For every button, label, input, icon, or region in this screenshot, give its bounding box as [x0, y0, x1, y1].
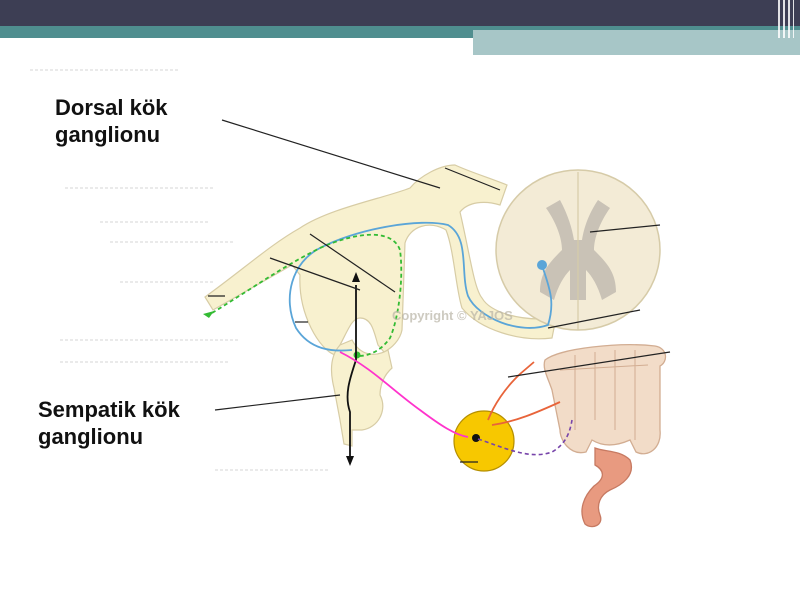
- header-bar: [0, 0, 800, 26]
- visceral-dashed-pathway: [477, 419, 573, 456]
- spinal-cord-cross-section: [495, 169, 661, 331]
- header-corner-stripes: [778, 0, 794, 38]
- ganglion-neuron-body: [472, 434, 480, 442]
- header-accent-block: [473, 30, 800, 55]
- colon-illustration: [543, 344, 667, 528]
- sensory-afferent-pathway: [288, 221, 553, 352]
- faded-background-text: [30, 69, 330, 471]
- dorsal-root-ganglion-label: Dorsal kök ganglionu: [55, 95, 168, 147]
- prevertebral-ganglion: [453, 410, 515, 472]
- preganglionic-pathway: [339, 351, 469, 438]
- sympathetic-ganglion-label: Sempatik kök ganglionu: [38, 397, 180, 449]
- somatic-dashed-pathway: [211, 233, 403, 357]
- leader-lines: [208, 119, 671, 463]
- spinal-nerve-body: [204, 164, 557, 356]
- copyright-watermark: Copyright © YAJOS: [392, 308, 513, 323]
- postganglionic-pathway: [487, 361, 561, 426]
- sympathetic-chain-ganglion: [330, 339, 393, 447]
